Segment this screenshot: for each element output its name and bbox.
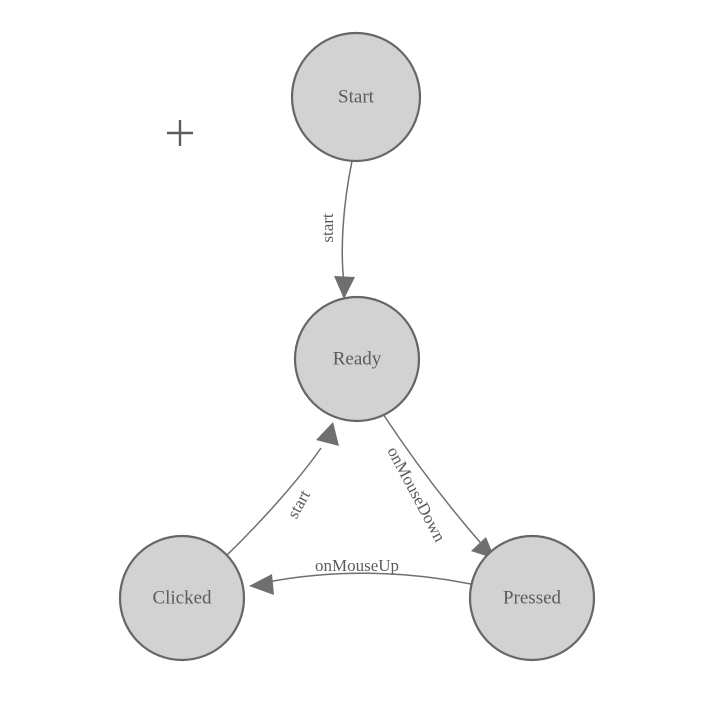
- edge-ready-to-pressed-path: [382, 413, 486, 549]
- edge-clicked-to-ready[interactable]: start: [226, 422, 339, 556]
- edge-label-start-to-ready: start: [318, 213, 337, 243]
- edge-clicked-to-ready-path: [226, 447, 322, 556]
- edge-start-to-ready[interactable]: start: [318, 160, 355, 299]
- edge-pressed-to-clicked-arrowhead: [249, 574, 274, 595]
- edge-label-pressed-to-clicked: onMouseUp: [315, 556, 399, 575]
- edge-start-to-ready-arrowhead: [334, 276, 355, 299]
- node-clicked-label: Clicked: [152, 587, 212, 608]
- edge-pressed-to-clicked-path: [267, 572, 472, 585]
- edge-pressed-to-clicked[interactable]: onMouseUp: [249, 556, 472, 595]
- node-start[interactable]: Start: [290, 31, 422, 163]
- node-start-circle: [290, 31, 422, 163]
- edge-label-clicked-to-ready: start: [283, 487, 314, 522]
- edge-label-ready-to-pressed: onMouseDown: [383, 444, 449, 546]
- node-clicked-circle: [118, 534, 246, 662]
- node-pressed-circle: [468, 534, 596, 662]
- edge-ready-to-pressed[interactable]: onMouseDown: [382, 413, 495, 559]
- node-ready-circle: [293, 295, 421, 423]
- node-ready[interactable]: Ready: [293, 295, 421, 423]
- node-pressed-label: Pressed: [503, 587, 562, 608]
- node-pressed[interactable]: Pressed: [468, 534, 596, 662]
- node-start-label: Start: [338, 86, 375, 107]
- node-clicked[interactable]: Clicked: [118, 534, 246, 662]
- crosshair-icon: [167, 120, 193, 146]
- edge-start-to-ready-path: [341, 160, 353, 284]
- node-ready-label: Ready: [333, 348, 382, 369]
- edge-clicked-to-ready-arrowhead: [316, 422, 339, 446]
